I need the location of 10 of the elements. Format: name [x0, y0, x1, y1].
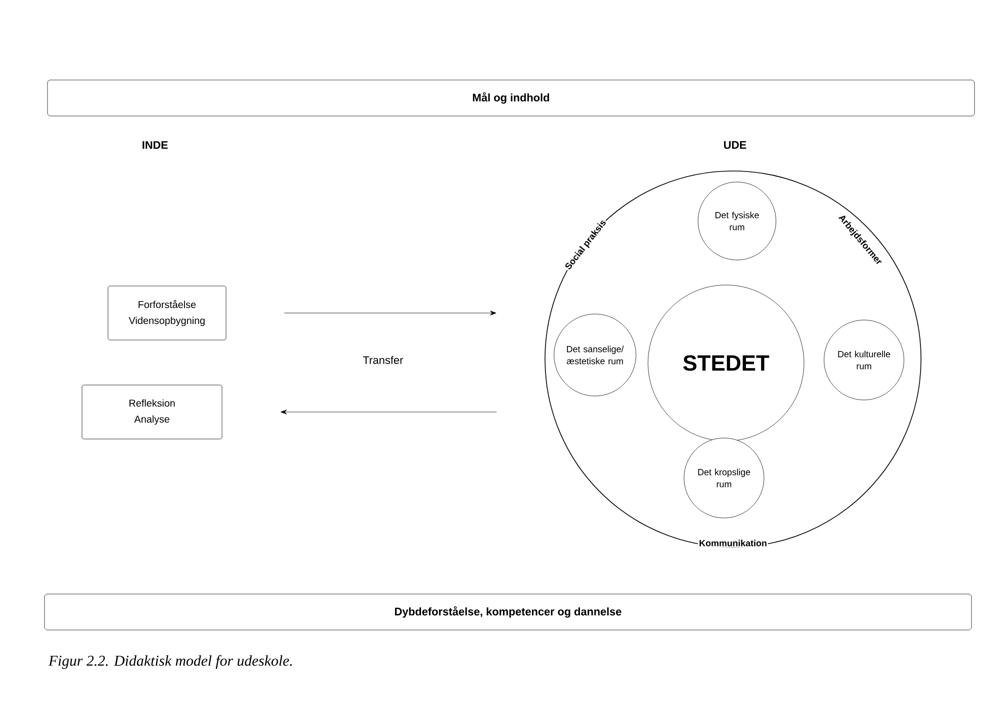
label: Transfer — [362, 356, 404, 364]
banner-box: Dybdeforståelse, kompetencer og dannelse — [44, 594, 972, 630]
arrow — [280, 410, 497, 414]
banner-box: Mål og indhold — [47, 80, 975, 116]
text-box: Refleksion Analyse — [82, 384, 222, 440]
arrow — [284, 310, 496, 316]
text-box: Forforståelse Vidensopbygning — [108, 286, 226, 340]
label: INDE — [142, 141, 168, 149]
caption: Figur 2.2. Didaktisk model for udeskole. — [48, 655, 292, 669]
label: UDE — [724, 141, 746, 149]
